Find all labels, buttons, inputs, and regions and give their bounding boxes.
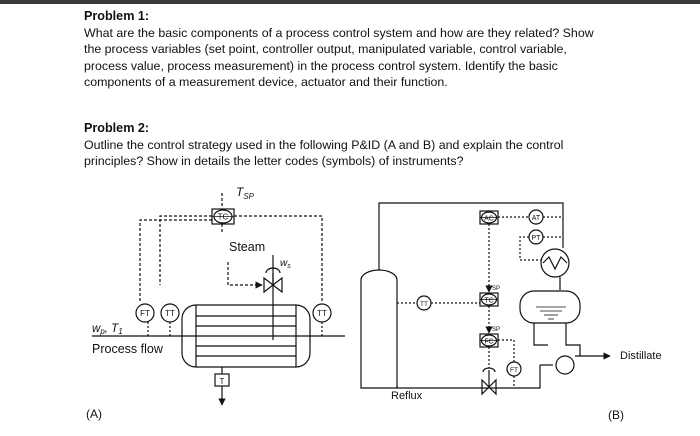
tt-inlet-bubble <box>160 303 180 323</box>
reflux-control-valve <box>481 378 497 396</box>
problem-1-line: components of a measurement device, actu… <box>84 75 448 89</box>
at-tag-b: AT <box>532 215 541 222</box>
steam-trap <box>214 373 230 387</box>
tc-tag-b: TC <box>484 298 493 305</box>
problem-2: Problem 2: Outline the control strategy … <box>84 120 644 170</box>
problem-2-line: principles? Show in details the letter c… <box>84 154 464 168</box>
problem-2-heading: Problem 2: <box>84 121 150 135</box>
diagram-b-label: (B) <box>608 408 624 422</box>
trap-tag-a: T <box>220 377 225 386</box>
ft-tag-b: FT <box>510 367 518 374</box>
diagram-b <box>360 202 611 396</box>
inlet-vars-label: wp, T1 <box>92 323 123 336</box>
diagram-a <box>92 193 345 406</box>
steam-control-valve <box>263 276 283 294</box>
tt-out-tag-a: TT <box>317 309 327 318</box>
reflux-pump <box>555 355 575 375</box>
tt-in-tag-a: TT <box>165 309 175 318</box>
ft-inlet-bubble <box>135 303 155 323</box>
process-flow-label: Process flow <box>92 342 164 356</box>
signal-tc-to-ft-2 <box>139 219 212 303</box>
setpoint-label: TSP <box>236 185 255 201</box>
steam-valve-actuator <box>265 267 281 274</box>
problem-2-line: Outline the control strategy used in the… <box>84 137 564 152</box>
ac-tag-b: AC <box>484 216 494 223</box>
diagram-a-label: (A) <box>86 407 102 421</box>
reflux-drum <box>519 290 581 324</box>
distillate-label: Distillate <box>620 350 662 362</box>
pt-tag-b: PT <box>532 235 542 242</box>
top-border <box>0 0 700 4</box>
sp-tag-2: SP <box>492 327 500 333</box>
steam-label: Steam <box>229 240 265 254</box>
distillation-column <box>360 269 398 389</box>
sp-tag-1: SP <box>492 286 500 292</box>
problem-1-heading: Problem 1: <box>84 9 150 23</box>
fc-tag-b: FC <box>484 339 493 346</box>
diagram-a-labels: TSP Steam ws wp, T1 Process flow TC FT T… <box>86 185 327 421</box>
reflux-label: Reflux <box>391 390 423 402</box>
signal-tt-out-to-tc <box>234 215 323 302</box>
problem-1-line: the process variables (set point, contro… <box>84 42 567 56</box>
signal-tc-to-ft <box>159 215 212 285</box>
problem-1: Problem 1: What are the basic components… <box>84 8 644 91</box>
reflux-return-line <box>397 365 541 389</box>
condenser <box>540 248 570 278</box>
signal-to-steam-valve <box>227 262 263 289</box>
diagram-b-labels: AC AT PT TC FC FT TT SP SP Reflux Distil… <box>391 215 662 422</box>
overhead-vapor-line <box>378 202 564 270</box>
tt-tag-b: TT <box>420 301 428 308</box>
steam-flow-label: ws <box>280 258 291 270</box>
problem-1-line: process value, process measurement) in t… <box>84 58 558 73</box>
problem-1-line: What are the basic components of a proce… <box>84 25 594 40</box>
heat-exchanger <box>181 304 311 368</box>
ft-tag-a: FT <box>140 309 150 318</box>
tc-tag-a: TC <box>218 213 229 222</box>
